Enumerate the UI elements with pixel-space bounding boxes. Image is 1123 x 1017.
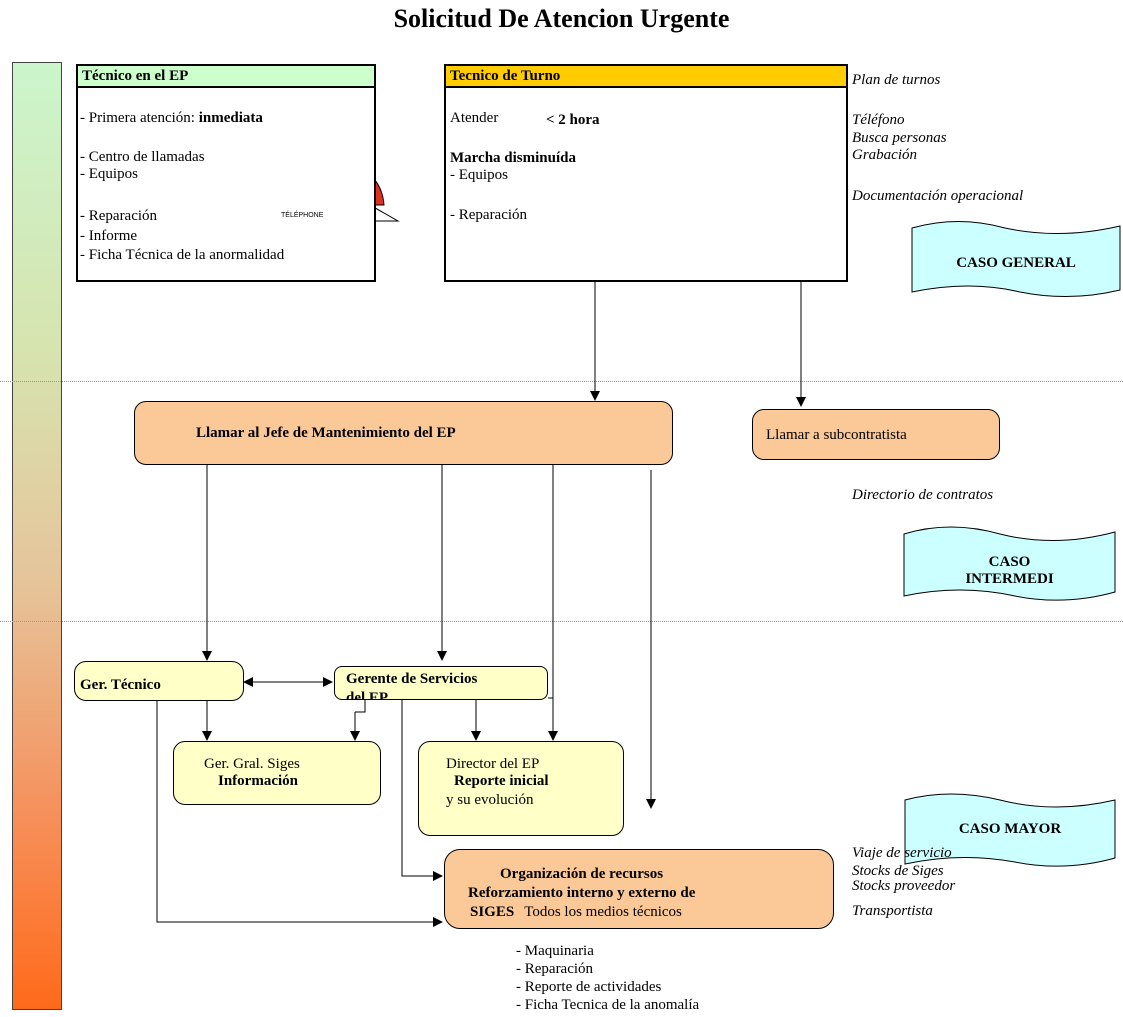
tecnico-ep-primera: - Primera atención: inmediata [80,110,263,127]
organizacion-box [444,849,834,929]
tecnico-ep-equipos: - Equipos [80,166,138,182]
note-directorio: Directorio de contratos [852,487,994,503]
subcontratista-box [752,409,1000,460]
director-line1: Director del EP [446,756,540,772]
arrow-ger-tecnico-to-organizacion [156,700,443,927]
bottom-list-item: - Ficha Tecnica de la anomalía [516,997,700,1013]
turno-equipos: - Equipos [450,167,508,183]
ger-gral-line2: Información [218,773,298,789]
bottom-list-item: - Reporte de actividades [516,979,662,995]
arrow-gerente-to-organizacion [401,700,443,881]
gerente-servicios-line2-clip: del EP [346,690,536,700]
tecnico-ep-reparacion: - Reparación [80,208,158,224]
ger-gral-line1: Ger. Gral. Siges [204,756,300,772]
director-line2: Reporte inicial [454,773,549,789]
caso-intermedio-line2: INTERMEDI [965,571,1054,587]
tecnico-ep-header: Técnico en el EP [78,66,374,88]
note-grabacion: Grabación [852,147,917,163]
caso-mayor-label: CASO MAYOR [958,821,1062,837]
primera-atencion-value: inmediata [198,110,263,126]
organizacion-line1: Organización de recursos [500,866,664,882]
ger-tecnico-box [74,661,244,701]
note-telefono: Téléfono [852,112,905,128]
jefe-mantenimiento-box [134,401,673,465]
jefe-mantenimiento-label: Llamar al Jefe de Mantenimiento del EP [196,425,456,441]
caso-intermedio-banner [903,526,1116,601]
director-box [418,741,624,836]
bottom-list-last-clip: - Ficha Tecnica de la anomalía [516,997,816,1015]
organizacion-siges: SIGES [470,904,515,919]
note-viaje: Viaje de servicio [852,845,952,861]
subcontratista-label: Llamar a subcontratista [766,427,907,443]
tecnico-turno-header: Tecnico de Turno [446,66,846,88]
section-divider-1 [0,381,1123,382]
atender-value: < 2 hora [546,112,600,128]
section-divider-2 [0,621,1123,622]
primera-atencion-label: - Primera atención: [80,110,195,126]
bottom-list-item: - Reparación [516,961,594,977]
gerente-servicios-box [334,666,548,700]
note-busca-personas: Busca personas [852,130,947,146]
caso-intermedio-line1: CASO [988,554,1031,570]
note-documentacion: Documentación operacional [852,188,1024,204]
tecnico-ep-centro: - Centro de llamadas [80,149,205,165]
telephone-label: TÉLÉPHONE [281,212,324,219]
page-title: Solicitud De Atencion Urgente [393,4,730,33]
tecnico-turno-box: Tecnico de Turno [444,64,848,282]
organizacion-medios: Todos los medios técnicos [524,904,682,919]
tecnico-ep-box: Técnico en el EP [76,64,376,282]
note-transportista: Transportista [852,903,933,919]
director-line3: y su evolución [446,792,534,808]
note-plan-turnos: Plan de turnos [852,72,941,88]
caso-general-banner [911,221,1121,298]
gerente-servicios-line2: del EP [346,690,389,700]
tecnico-ep-ficha: - Ficha Técnica de la anormalidad [80,247,285,263]
gerente-servicios-line1: Gerente de Servicios [346,671,478,687]
organizacion-line3: SIGES Todos los medios técnicos [470,903,810,919]
atender-label: Atender [450,110,499,126]
line-jefe-to-gerente-right [548,464,554,699]
tecnico-ep-informe: - Informe [80,228,138,244]
caso-general-label: CASO GENERAL [956,255,1076,271]
caso-mayor-banner [904,793,1116,867]
ger-tecnico-label: Ger. Técnico [80,677,161,693]
ger-gral-box [173,741,381,805]
turno-reparacion: - Reparación [450,207,528,223]
organizacion-line2: Reforzamiento interno y externo de [468,885,696,901]
note-stocks-proveedor: Stocks proveedor [852,878,956,894]
note-stocks-siges: Stocks de Siges [852,863,944,879]
severity-gradient-bar [12,62,62,1010]
marcha-disminuida: Marcha disminuída [450,150,576,166]
bottom-list-item: - Maquinaria [516,943,594,959]
